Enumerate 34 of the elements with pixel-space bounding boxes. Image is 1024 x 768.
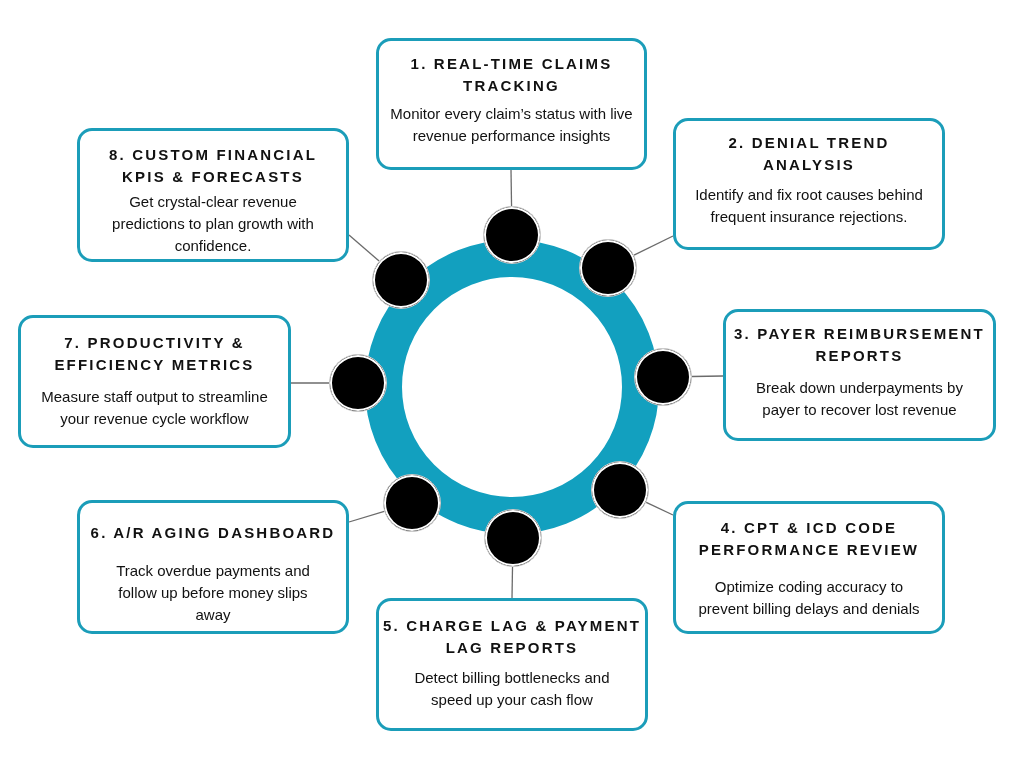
- connector-line: [633, 235, 674, 256]
- card-description: Track overdue payments and follow up before money slips away: [115, 561, 311, 625]
- card-description: Detect billing bottlenecks and speed up your cash flow: [413, 668, 611, 710]
- feature-card: [376, 38, 647, 170]
- card-heading: 8. CUSTOM FINANCIAL KPIS & FORECASTS: [107, 145, 319, 187]
- feature-card: [673, 501, 945, 634]
- card-description: Identify and fix root causes behind frequent insurance rejections.: [694, 185, 924, 227]
- card-heading: 7. PRODUCTIVITY & EFFICIENCY METRICS: [53, 333, 256, 375]
- card-heading: 6. A/R AGING DASHBOARD: [90, 523, 336, 543]
- card-description: Measure staff output to streamline your revenue cycle workflow: [40, 387, 269, 429]
- card-description: Monitor every claim’s status with live revenue performance insights: [389, 104, 634, 146]
- card-heading: 3. PAYER REIMBURSEMENT REPORTS: [733, 324, 986, 366]
- connector-line: [511, 566, 514, 599]
- card-description: Break down underpayments by payer to recover lost revenue: [755, 378, 964, 420]
- card-heading: 1. REAL-TIME CLAIMS TRACKING: [409, 54, 614, 96]
- feature-card: [673, 118, 945, 250]
- feature-card: [77, 500, 349, 634]
- card-description: Get crystal-clear revenue predictions to plan growth with confidence.: [111, 192, 315, 256]
- connector-line: [348, 234, 380, 262]
- dot-marker: [372, 251, 430, 309]
- connector-line: [645, 501, 674, 516]
- dot-marker: [591, 461, 649, 519]
- card-heading: 2. DENIAL TREND ANALYSIS: [727, 133, 891, 175]
- connector-line: [510, 169, 513, 207]
- connector-line: [290, 382, 330, 384]
- feature-card: [77, 128, 349, 262]
- feature-card: [18, 315, 291, 448]
- card-heading: 4. CPT & ICD CODE PERFORMANCE REVIEW: [697, 518, 921, 560]
- connector-line: [691, 375, 724, 378]
- card-heading: 5. CHARGE LAG & PAYMENT LAG REPORTS: [381, 616, 643, 658]
- card-description: Optimize coding accuracy to prevent billing delays and denials: [697, 577, 921, 619]
- feature-card: [376, 598, 648, 731]
- feature-card: [723, 309, 996, 441]
- connector-line: [348, 510, 385, 523]
